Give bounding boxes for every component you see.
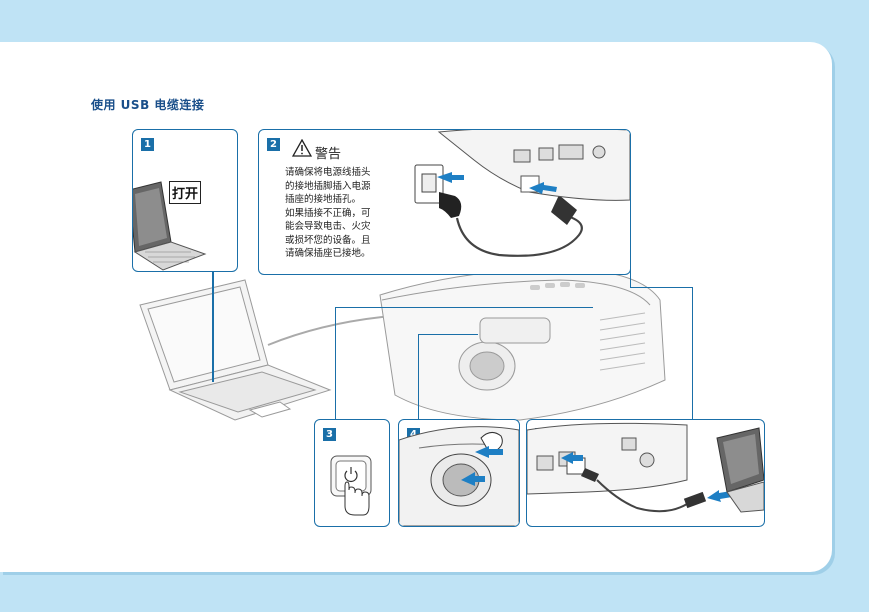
warning-title: 警告 <box>315 147 342 162</box>
power-cable-illustration <box>414 130 630 257</box>
power-on-label: 打开 <box>169 181 202 204</box>
step-2-panel: 2 警告 请确保将电源线插头 的接地插脚插入电源 插座的接地插孔。 如果插接不正… <box>258 129 631 275</box>
warning-line: 的接地插脚插入电源 <box>285 180 371 192</box>
warning-line: 或损坏您的设备。且 <box>285 234 371 246</box>
connector-line <box>418 334 420 419</box>
warning-line: 请确保插座已接地。 <box>285 248 371 259</box>
connector-line <box>418 334 478 336</box>
step-number: 1 <box>141 138 154 151</box>
lens-cover-illustration <box>399 426 519 526</box>
laptop-icon <box>133 181 207 271</box>
step-number: 2 <box>267 138 280 151</box>
warning-line: 能会导致电击、火灾 <box>285 221 371 232</box>
step-4-panel: 4 <box>398 419 520 527</box>
connector-line <box>335 307 593 309</box>
warning-line: 如果插接不正确，可 <box>285 207 371 219</box>
connector-line <box>630 287 693 289</box>
top-band <box>0 0 869 45</box>
step-5-panel: 5 <box>526 419 765 527</box>
connector-line <box>335 307 337 419</box>
step-1-panel: 1 打开 <box>132 129 238 272</box>
usb-cable-illustration <box>527 422 764 513</box>
page-title: 使用 USB 电缆连接 <box>91 98 205 112</box>
warning-line: 插座的接地插孔。 <box>285 194 362 205</box>
power-button-icon[interactable] <box>315 420 389 526</box>
connector-line <box>212 272 214 382</box>
step-number: 3 <box>323 428 336 441</box>
connector-line <box>692 287 694 419</box>
warning-text: 请确保将电源线插头 的接地插脚插入电源 插座的接地插孔。 如果插接不正确，可 能… <box>285 166 433 261</box>
step-3-panel: 3 <box>314 419 390 527</box>
warning-icon <box>292 139 312 157</box>
warning-line: 请确保将电源线插头 <box>285 167 371 178</box>
